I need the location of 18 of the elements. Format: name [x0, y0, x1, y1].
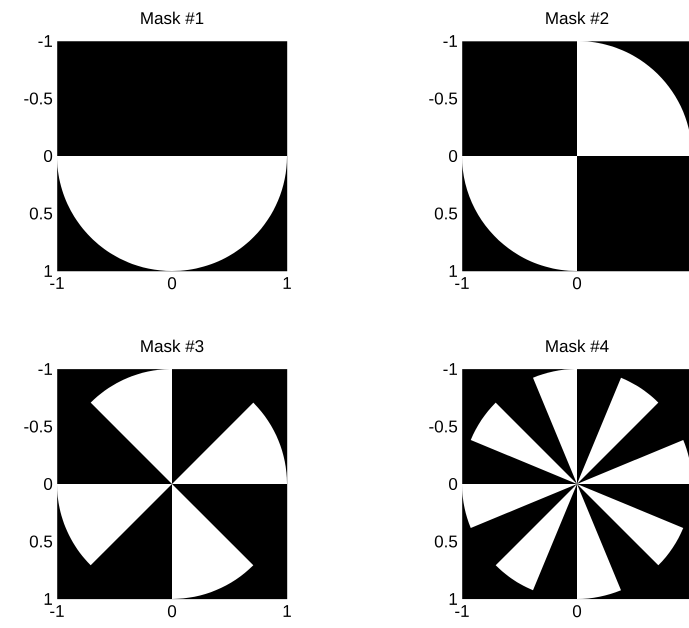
tick-label: -1 — [455, 277, 469, 289]
tick-label: -1 — [38, 35, 52, 47]
tick-label: -1 — [443, 35, 457, 47]
tick-label: -1 — [443, 363, 457, 375]
tick-label: 1 — [284, 277, 291, 289]
panel-title: Mask #1 — [141, 12, 204, 24]
panel-title: Mask #4 — [546, 340, 609, 352]
tick-label: -1 — [50, 277, 64, 289]
tick-label: 1 — [44, 265, 52, 277]
tick-label: -1 — [455, 605, 469, 617]
tick-label: 1 — [44, 593, 52, 605]
panel-title: Mask #3 — [141, 340, 204, 352]
tick-label: -1 — [38, 363, 52, 375]
tick-label: -1 — [50, 605, 64, 617]
tick-label: 1 — [450, 265, 457, 277]
tick-label: 1 — [284, 605, 291, 617]
tick-label: 1 — [450, 593, 457, 605]
panel-title: Mask #2 — [546, 12, 608, 24]
